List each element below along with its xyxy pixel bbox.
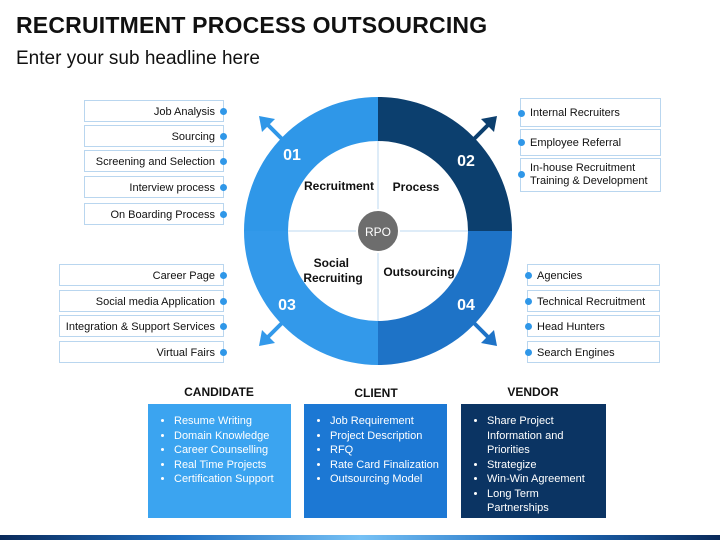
quadrant-02-label: Process xyxy=(393,180,440,194)
client-list: Job Requirement Project Description RFQ … xyxy=(316,414,441,487)
list-item: Resume Writing xyxy=(174,414,285,429)
bullet-dot xyxy=(220,349,227,356)
list-item: Real Time Projects xyxy=(174,458,285,473)
list-item-internal-recruiters: Internal Recruiters xyxy=(520,98,661,127)
footer-bar xyxy=(0,535,720,540)
list-item-social-media: Social media Application xyxy=(59,290,224,312)
list-item-agencies: Agencies xyxy=(527,264,660,286)
list-item-virtual-fairs: Virtual Fairs xyxy=(59,341,224,363)
page-title: RECRUITMENT PROCESS OUTSOURCING xyxy=(16,12,488,38)
list-item-career-page: Career Page xyxy=(59,264,224,286)
bullet-dot xyxy=(518,110,525,117)
arrow-up-right-icon xyxy=(470,116,497,143)
bullet-dot xyxy=(525,272,532,279)
bullet-dot xyxy=(220,211,227,218)
arrow-down-left-icon xyxy=(259,319,286,346)
quadrant-04-number: 04 xyxy=(457,297,475,314)
vendor-box: Share Project Information and Priorities… xyxy=(461,404,606,518)
list-item-inhouse-recruitment: In-house Recruitment Training & Developm… xyxy=(520,158,661,192)
client-title: CLIENT xyxy=(354,386,398,400)
list-item-sourcing: Sourcing xyxy=(84,125,224,147)
list-item: Win-Win Agreement xyxy=(487,472,600,487)
list-item-search-engines: Search Engines xyxy=(527,341,660,363)
arrow-up-left-icon xyxy=(259,116,286,143)
bullet-dot xyxy=(220,133,227,140)
bullet-dot xyxy=(525,349,532,356)
list-item-technical-recruitment: Technical Recruitment xyxy=(527,290,660,312)
list-item-job-analysis: Job Analysis xyxy=(84,100,224,122)
quadrant-04-label: Outsourcing xyxy=(383,265,454,279)
candidate-box: Resume Writing Domain Knowledge Career C… xyxy=(148,404,291,518)
list-item: Certification Support xyxy=(174,472,285,487)
candidate-title: CANDIDATE xyxy=(184,385,254,399)
bullet-dot xyxy=(220,298,227,305)
bullet-dot xyxy=(518,139,525,146)
rpo-center-label: RPO xyxy=(365,225,391,239)
arrow-down-right-icon xyxy=(470,319,497,346)
list-item-onboarding: On Boarding Process xyxy=(84,203,224,225)
bullet-dot xyxy=(220,184,227,191)
list-item: Rate Card Finalization xyxy=(330,458,441,473)
quadrant-02-number: 02 xyxy=(457,153,475,170)
list-item: Share Project Information and Priorities xyxy=(487,414,600,458)
list-item: Domain Knowledge xyxy=(174,429,285,444)
list-item-interview: Interview process xyxy=(84,176,224,198)
bullet-dot xyxy=(220,323,227,330)
list-item: Strategize xyxy=(487,458,600,473)
bullet-dot xyxy=(525,298,532,305)
list-item: Long Term Partnerships xyxy=(487,487,600,516)
quadrant-01-number: 01 xyxy=(283,147,301,164)
quadrant-03-label: Social Recruiting xyxy=(303,256,362,285)
list-item: Outsourcing Model xyxy=(330,472,441,487)
rpo-center xyxy=(356,209,400,253)
list-item-employee-referral: Employee Referral xyxy=(520,129,661,156)
vendor-list: Share Project Information and Priorities… xyxy=(473,414,600,516)
bullet-dot xyxy=(220,158,227,165)
list-item: RFQ xyxy=(330,443,441,458)
list-item: Project Description xyxy=(330,429,441,444)
quadrant-03-number: 03 xyxy=(278,297,296,314)
bullet-dot xyxy=(518,171,525,178)
bullet-dot xyxy=(220,272,227,279)
list-item: Job Requirement xyxy=(330,414,441,429)
vendor-title: VENDOR xyxy=(507,385,559,399)
client-box: Job Requirement Project Description RFQ … xyxy=(304,404,447,518)
quadrant-04-ring xyxy=(378,231,512,365)
quadrant-01-label: Recruitment xyxy=(304,179,374,193)
bullet-dot xyxy=(525,323,532,330)
list-item: Career Counselling xyxy=(174,443,285,458)
candidate-list: Resume Writing Domain Knowledge Career C… xyxy=(160,414,285,487)
quadrant-01-ring xyxy=(244,97,378,231)
page-subtitle: Enter your sub headline here xyxy=(16,48,260,69)
list-item-screening: Screening and Selection xyxy=(84,150,224,172)
list-item-head-hunters: Head Hunters xyxy=(527,315,660,337)
quadrant-03-ring xyxy=(244,231,378,365)
quadrant-02-ring xyxy=(378,97,512,231)
list-item-integration: Integration & Support Services xyxy=(59,315,224,337)
bullet-dot xyxy=(220,108,227,115)
